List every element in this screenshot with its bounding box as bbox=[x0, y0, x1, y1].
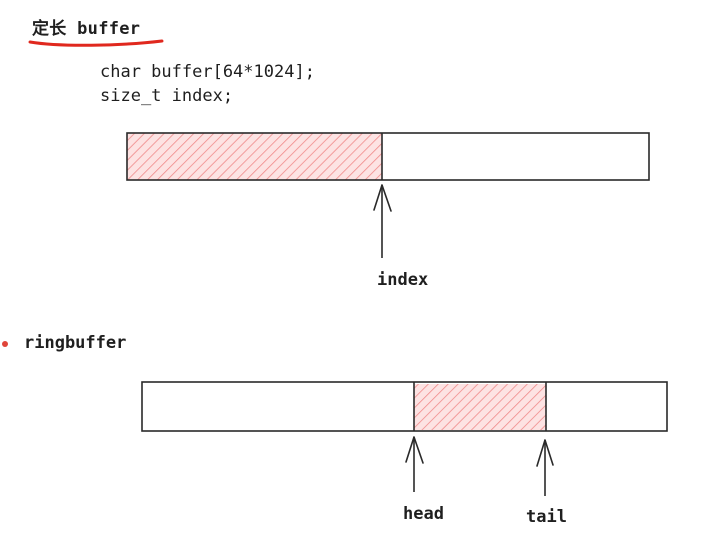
code-block: char buffer[64*1024]; size_t index; bbox=[100, 60, 315, 108]
ring-buffer-title: ringbuffer bbox=[24, 333, 127, 353]
ring-buffer-outline bbox=[141, 381, 668, 432]
tail-label: tail bbox=[526, 507, 567, 527]
tail-arrow bbox=[536, 439, 554, 496]
code-line-index: size_t index; bbox=[100, 86, 234, 106]
index-label: index bbox=[377, 270, 429, 290]
ring-buffer-bar bbox=[141, 381, 668, 432]
head-arrow bbox=[405, 436, 424, 492]
code-line-buffer: char buffer[64*1024]; bbox=[100, 62, 315, 82]
ring-buffer-hatch bbox=[414, 384, 546, 430]
fixed-buffer-outline bbox=[126, 132, 650, 181]
index-arrow bbox=[373, 184, 392, 258]
section-bullet bbox=[2, 341, 8, 347]
fixed-buffer-title: 定长 buffer bbox=[32, 19, 141, 39]
fixed-buffer-bar bbox=[126, 132, 650, 181]
head-label: head bbox=[403, 504, 444, 524]
fixed-buffer-hatch bbox=[127, 133, 382, 180]
title-underline bbox=[28, 39, 164, 47]
